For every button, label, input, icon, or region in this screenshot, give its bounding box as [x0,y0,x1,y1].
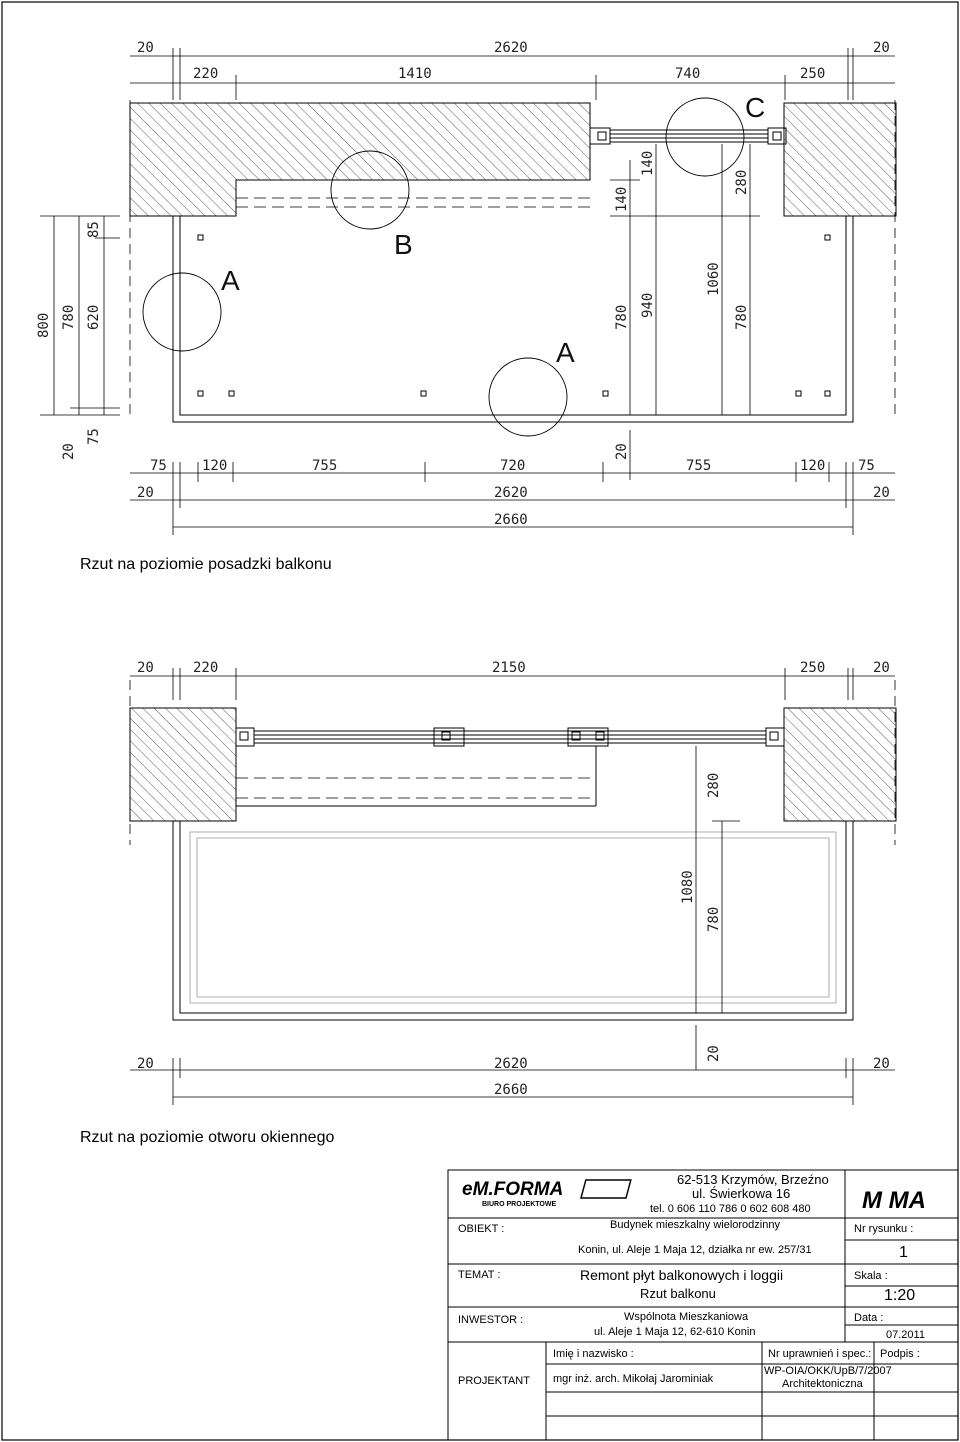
dim2-bottom-2660: 2660 [494,1082,528,1098]
dim-left-20: 20 [61,443,77,460]
dim-inner-1060: 1060 [706,262,722,296]
dim-left-85: 85 [86,221,102,238]
data-value: 07.2011 [886,1329,925,1341]
detail-label-c: C [745,92,765,123]
nr-rysunku-label: Nr rysunku : [854,1223,913,1235]
wall-left-2 [129,707,237,822]
dim-top-20-right: 20 [873,40,890,56]
temat-label: TEMAT : [458,1269,500,1281]
imie-label: Imię i nazwisko : [553,1348,634,1360]
data-label: Data : [854,1312,883,1324]
dim-bottom-75-right: 75 [858,458,875,474]
uprawnienia-line-2: Architektoniczna [782,1378,864,1390]
obiekt-line-2: Konin, ul. Aleje 1 Maja 12, działka nr e… [578,1244,812,1256]
dim-bottom2-20-right: 20 [873,485,890,501]
dim-left-75: 75 [86,428,102,445]
imie-value: mgr inż. arch. Mikołaj Jarominiak [553,1373,714,1385]
dim-inner-940: 940 [640,293,656,318]
dim-top-20-left: 20 [137,40,154,56]
dim-top-2620: 2620 [494,40,528,56]
wall-right [783,102,897,217]
dim-inner-140b: 140 [640,151,656,176]
skala-value: 1:20 [884,1287,915,1304]
detail-label-a2: A [556,337,575,368]
dim2-top-20-left: 20 [137,660,154,676]
dim-bottom-755-left: 755 [312,458,337,474]
svg-text:M MA: M MA [862,1187,926,1214]
address-line-2: ul. Świerkowa 16 [692,1186,790,1201]
dim2-inner-1080: 1080 [680,870,696,904]
title-block [447,1169,959,1441]
dim-top-1410: 1410 [398,66,432,82]
dim-top-740: 740 [675,66,700,82]
dim-inner-280: 280 [734,170,750,195]
inwestor-line-1: Wspólnota Mieszkaniowa [624,1311,749,1323]
dim-bottom2-2620: 2620 [494,485,528,501]
temat-line-2: Rzut balkonu [640,1286,716,1301]
obiekt-label: OBIEKT : [458,1223,504,1235]
dim-left-780: 780 [61,305,77,330]
obiekt-line-1: Budynek mieszkalny wielorodzinny [610,1219,780,1231]
dim2-bottom-20-left: 20 [137,1056,154,1072]
dim2-inner-280: 280 [706,773,722,798]
nr-rysunku-value: 1 [899,1244,908,1261]
dim-left-620: 620 [86,305,102,330]
dim2-top-20-right: 20 [873,660,890,676]
dim2-inner-20: 20 [706,1045,722,1062]
detail-label-a1: A [221,265,240,296]
plan-window-level [129,668,897,1105]
ma-logo: M MA [580,1179,926,1214]
temat-line-1: Remont płyt balkonowych i loggii [580,1267,783,1283]
dim2-inner-780: 780 [706,907,722,932]
address-line-1: 62-513 Krzymów, Brzeźno [677,1172,829,1187]
dim-top-220: 220 [193,66,218,82]
dim-bottom-120-right: 120 [800,458,825,474]
skala-label: Skala : [854,1270,888,1282]
dim-bottom-720: 720 [500,458,525,474]
dim2-top-2150: 2150 [492,660,526,676]
projektant-label: PROJEKTANT [458,1375,530,1387]
dim-inner-140a: 140 [614,187,630,212]
dim-top-250: 250 [800,66,825,82]
dim-inner-780b: 780 [734,305,750,330]
dim-inner-780a: 780 [614,305,630,330]
dim-bottom3-2660: 2660 [494,512,528,528]
phone-numbers: tel. 0 606 110 786 0 602 608 480 [650,1203,811,1215]
wall-right-2 [783,707,897,822]
inwestor-label: INWESTOR : [458,1314,523,1326]
dim2-top-250: 250 [800,660,825,676]
plan-floor-level [40,48,897,535]
dim-bottom-755-right: 755 [686,458,711,474]
dim-bottom-120-left: 120 [202,458,227,474]
caption-window-level: Rzut na poziomie otworu okiennego [80,1129,334,1146]
wall-left [129,102,591,217]
uprawnienia-line-1: WP-OIA/OKK/UpB/7/2007 [764,1365,892,1377]
caption-floor-level: Rzut na poziomie posadzki balkonu [80,556,332,573]
dim2-bottom-20-right: 20 [873,1056,890,1072]
inwestor-line-2: ul. Aleje 1 Maja 12, 62-610 Konin [594,1326,755,1338]
dim-inner-20: 20 [614,443,630,460]
company-subtitle: BIURO PROJEKTOWE [482,1201,556,1208]
uprawnienia-label: Nr uprawnień i spec.: [768,1348,871,1360]
dim2-bottom-2620: 2620 [494,1056,528,1072]
detail-label-b: B [394,229,413,260]
dim-bottom-75-left: 75 [150,458,167,474]
company-logo-text: eM.FORMA [462,1179,563,1200]
dim-left-800: 800 [36,313,52,338]
dim-bottom2-20-left: 20 [137,485,154,501]
podpis-label: Podpis : [880,1348,920,1360]
dim2-top-220: 220 [193,660,218,676]
